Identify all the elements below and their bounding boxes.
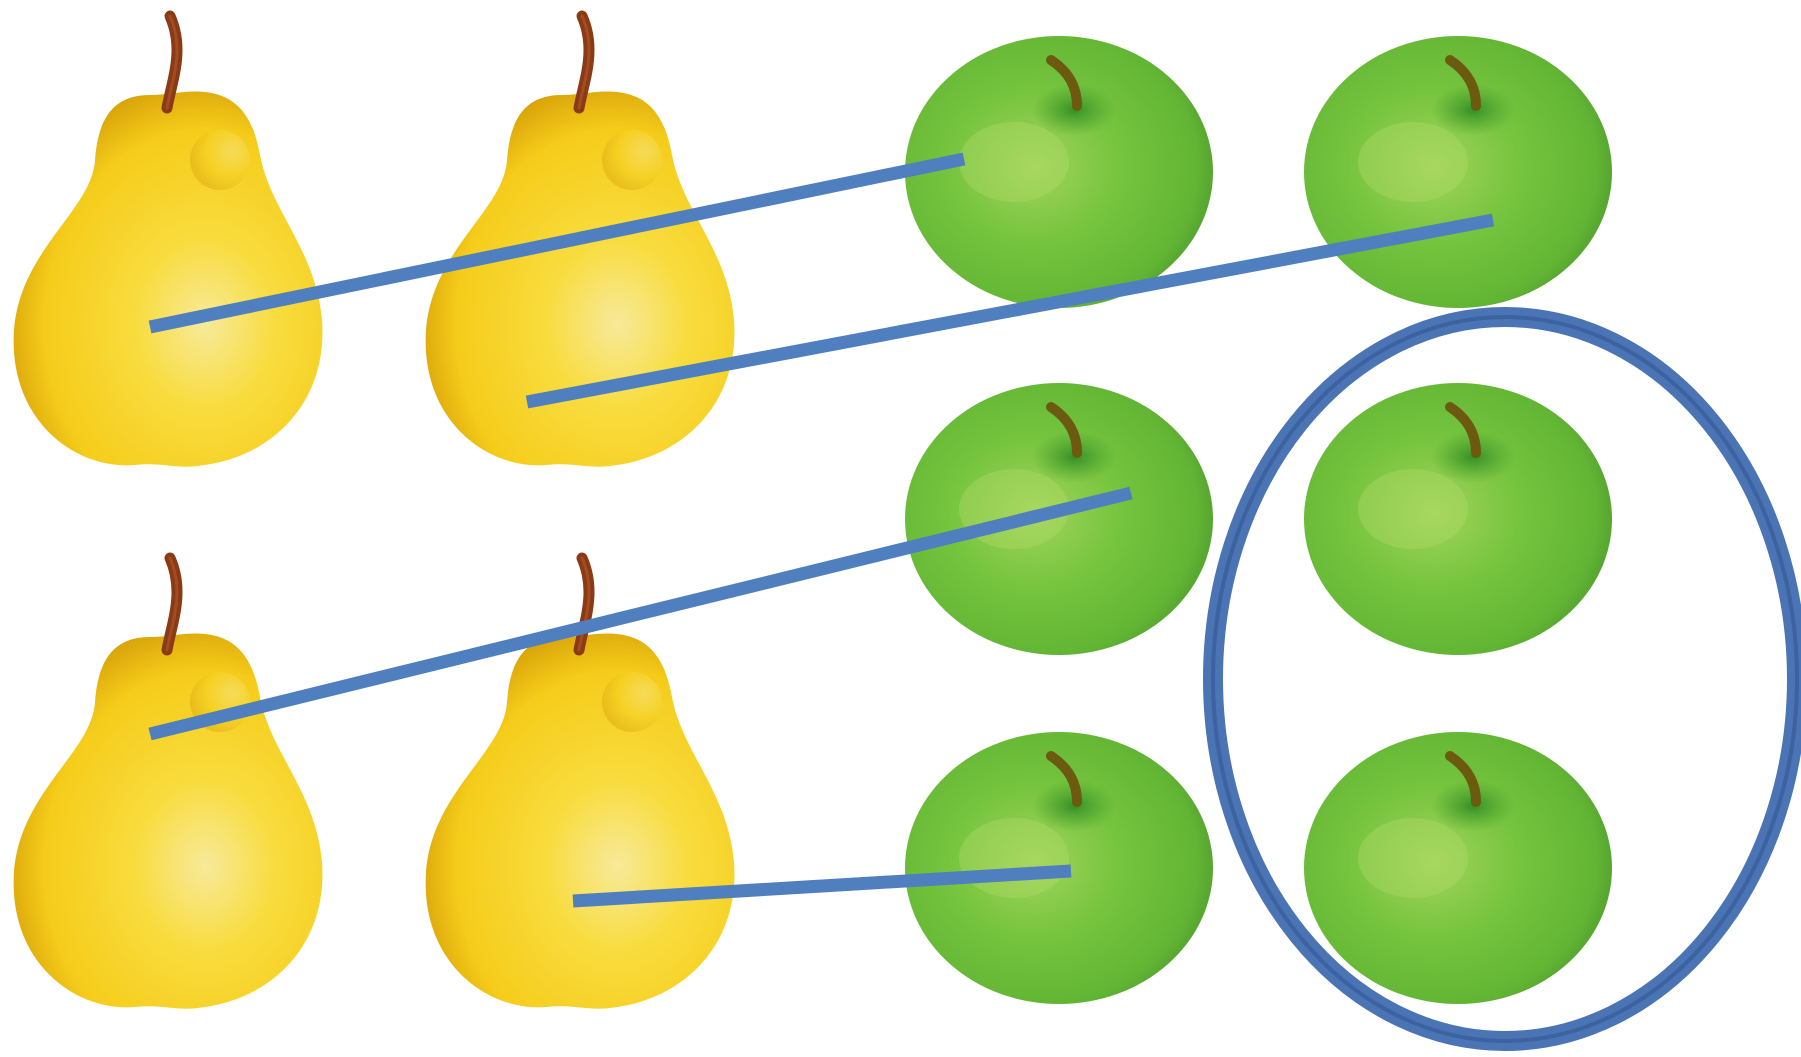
match-line: [525, 213, 1495, 409]
leftover-circle-outline: [1211, 315, 1799, 1043]
apple-icon: [1304, 383, 1612, 655]
apple-icon: [905, 383, 1213, 655]
apple-icon: [1304, 732, 1612, 1004]
match-line: [148, 486, 1133, 741]
match-line: [572, 864, 1072, 908]
apple-icon: [905, 36, 1213, 308]
apple-icon: [1304, 36, 1612, 308]
match-line: [148, 152, 966, 334]
